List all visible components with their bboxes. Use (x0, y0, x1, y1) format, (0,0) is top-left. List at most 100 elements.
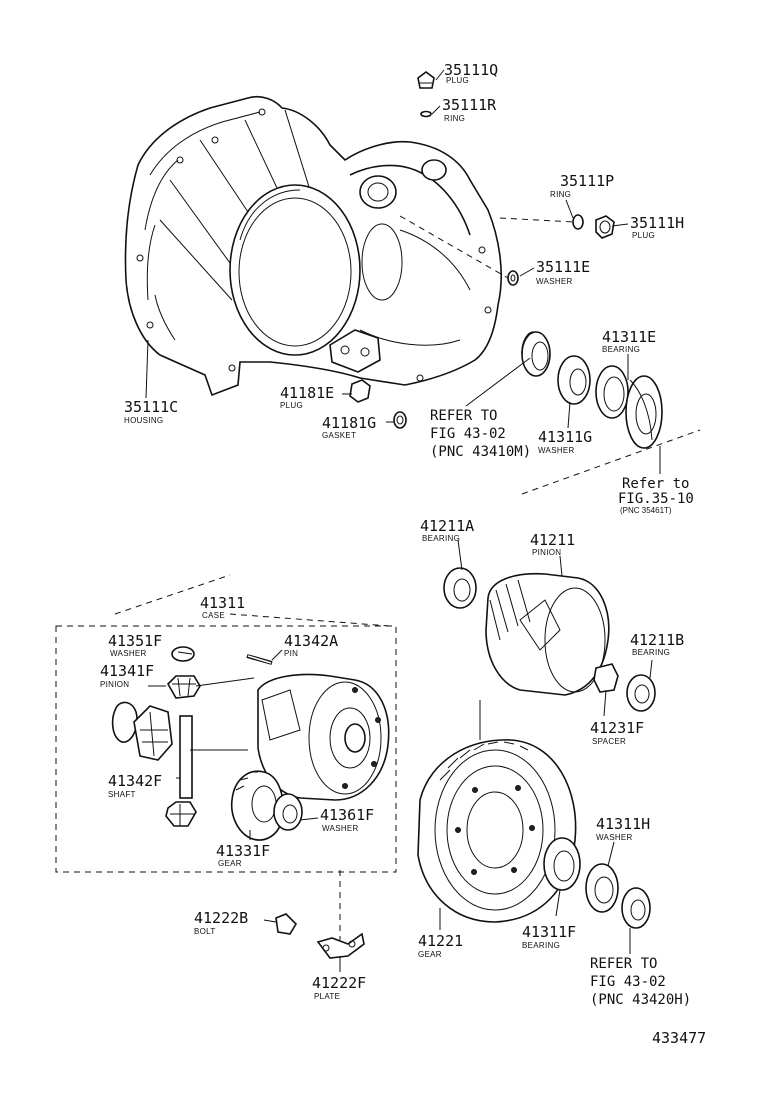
reference-note-35461t: Refer to FIG.35-10 (PNC 35461T) (618, 476, 694, 515)
callout-41311f: 41311F BEARING (522, 923, 576, 950)
callout-41361f: 41361F WASHER (320, 806, 374, 833)
svg-text:41361F: 41361F (320, 806, 374, 824)
svg-text:PIN: PIN (284, 649, 298, 658)
svg-text:RING: RING (444, 114, 465, 123)
svg-text:FIG 43-02: FIG 43-02 (590, 974, 666, 990)
svg-text:41211: 41211 (530, 531, 575, 549)
dashed-reference-lines (339, 215, 701, 940)
svg-text:41311: 41311 (200, 594, 245, 612)
reference-note-43410m: REFER TO FIG 43-02 (PNC 43410M) (430, 408, 531, 460)
svg-text:41231F: 41231F (590, 719, 644, 737)
svg-text:41311H: 41311H (596, 815, 650, 833)
svg-text:41221: 41221 (418, 932, 463, 950)
callout-41311: 41311 CASE (200, 594, 245, 620)
housing-illustration (124, 95, 502, 397)
svg-text:WASHER: WASHER (322, 824, 359, 833)
svg-text:35111R: 35111R (442, 96, 497, 114)
svg-text:41222B: 41222B (194, 909, 248, 927)
svg-text:REFER TO: REFER TO (430, 408, 497, 424)
ring-gear-41221-drawing (417, 739, 577, 923)
callout-41181g: 41181G GASKET (322, 414, 376, 440)
callout-35111q: 35111Q PLUG (444, 61, 498, 85)
svg-text:BEARING: BEARING (522, 941, 560, 950)
callout-41331f: 41331F GEAR (216, 842, 270, 868)
callout-41311g: 41311G WASHER (538, 428, 592, 455)
callout-41311e: 41311E BEARING (602, 328, 656, 354)
callout-35111c: 35111C HOUSING (124, 398, 178, 425)
svg-text:BEARING: BEARING (602, 345, 640, 354)
callout-35111r: 35111R RING (442, 96, 497, 123)
svg-text:(PNC 35461T): (PNC 35461T) (620, 506, 672, 515)
svg-text:GEAR: GEAR (218, 859, 242, 868)
ring-35111r-drawing (420, 110, 432, 118)
pinion-41211-drawing (443, 567, 656, 712)
callout-41342f: 41342F SHAFT (108, 772, 162, 799)
callout-41341f: 41341F PINION (100, 662, 154, 689)
washer-41361f-drawing (273, 793, 303, 831)
pinion-41341f-drawing (111, 675, 201, 761)
case-assembly-box (55, 625, 397, 873)
callout-41342a: 41342A PIN (284, 632, 338, 658)
svg-text:PINION: PINION (532, 548, 561, 557)
washer-41311h-drawing (585, 863, 619, 913)
svg-text:41181E: 41181E (280, 384, 334, 402)
svg-text:FIG 43-02: FIG 43-02 (430, 426, 506, 442)
svg-text:GASKET: GASKET (322, 431, 356, 440)
svg-text:35111P: 35111P (560, 172, 614, 190)
svg-text:35111H: 35111H (630, 214, 684, 232)
callout-35111e: 35111E WASHER (536, 258, 590, 286)
callout-41222f: 41222F PLATE (312, 974, 366, 1001)
svg-text:PLATE: PLATE (314, 992, 340, 1001)
svg-text:41311E: 41311E (602, 328, 656, 346)
svg-text:41311G: 41311G (538, 428, 592, 446)
svg-text:SPACER: SPACER (592, 737, 626, 746)
pin-41342a-drawing (246, 654, 273, 665)
callout-35111p: 35111P RING (550, 172, 614, 199)
svg-text:BEARING: BEARING (632, 648, 670, 657)
diff-case-drawing (257, 673, 390, 801)
diagram-number: 433477 (652, 1029, 706, 1047)
svg-text:41351F: 41351F (108, 632, 162, 650)
svg-text:WASHER: WASHER (110, 649, 147, 658)
callout-41181e: 41181E PLUG (280, 384, 334, 410)
svg-text:41341F: 41341F (100, 662, 154, 680)
callout-41222b: 41222B BOLT (194, 909, 248, 936)
svg-text:CASE: CASE (202, 611, 225, 620)
svg-text:41342F: 41342F (108, 772, 162, 790)
svg-text:41211A: 41211A (420, 517, 474, 535)
callout-41211a: 41211A BEARING (420, 517, 474, 543)
ring-35111p-drawing (572, 214, 584, 230)
svg-text:BEARING: BEARING (422, 534, 460, 543)
plug-35111h-drawing (595, 215, 615, 239)
svg-text:(PNC 43420H): (PNC 43420H) (590, 992, 691, 1008)
svg-text:SHAFT: SHAFT (108, 790, 136, 799)
svg-text:35111C: 35111C (124, 398, 178, 416)
bolt-41222b-drawing (275, 913, 298, 935)
plug-35111q-drawing (417, 71, 435, 89)
plate-41222f-drawing (316, 932, 365, 959)
gasket-41181g-drawing (393, 411, 407, 429)
callout-41351f: 41351F WASHER (108, 632, 162, 658)
washer-41351f-drawing (171, 646, 195, 662)
svg-text:Refer to: Refer to (622, 476, 689, 492)
bearing-41311e-drawing (595, 365, 663, 449)
svg-text:41181G: 41181G (322, 414, 376, 432)
svg-text:RING: RING (550, 190, 571, 199)
callout-35111h: 35111H PLUG (630, 214, 684, 240)
svg-text:41211B: 41211B (630, 631, 684, 649)
svg-text:(PNC 43410M): (PNC 43410M) (430, 444, 531, 460)
svg-text:HOUSING: HOUSING (124, 416, 163, 425)
reference-note-43420h: REFER TO FIG 43-02 (PNC 43420H) (590, 956, 691, 1008)
svg-text:PLUG: PLUG (446, 76, 469, 85)
bearing-41311f-drawing (543, 837, 581, 891)
shaft-41342f-drawing (179, 715, 193, 799)
plug-41181e-drawing (349, 379, 371, 403)
case-leader-right (229, 613, 391, 627)
svg-text:35111Q: 35111Q (444, 61, 498, 79)
callout-41311h: 41311H WASHER (596, 815, 650, 842)
svg-text:PLUG: PLUG (632, 231, 655, 240)
svg-text:FIG.35-10: FIG.35-10 (618, 491, 694, 507)
seal-right-drawing (621, 887, 651, 929)
